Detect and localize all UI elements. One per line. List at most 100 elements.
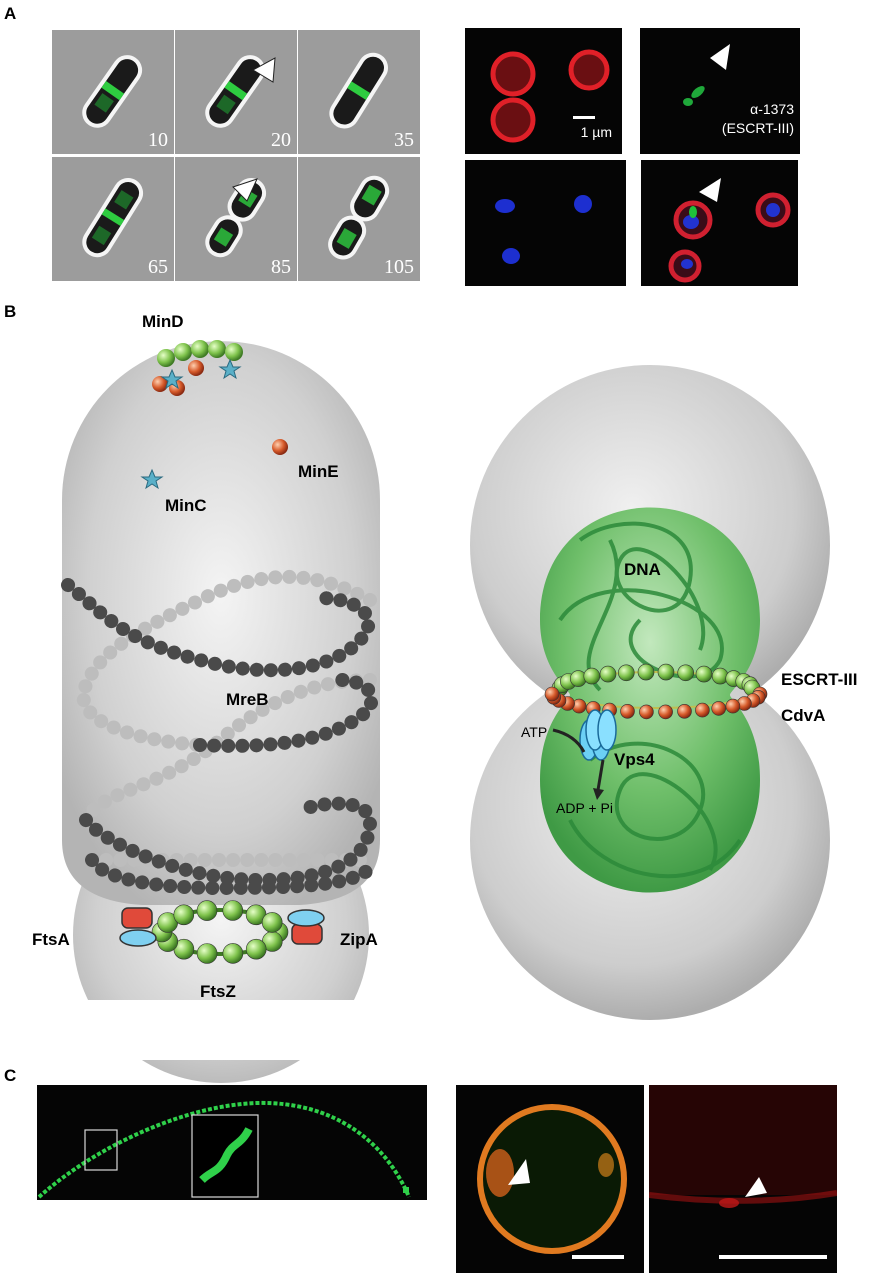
ring-bead xyxy=(743,679,761,697)
scale-bar xyxy=(719,1255,827,1259)
escrt-stain-image: α-1373 (ESCRT-III) xyxy=(640,28,800,154)
ring-bead xyxy=(560,696,575,711)
ring-bead xyxy=(267,921,289,943)
arrowhead-icon xyxy=(710,44,730,70)
ring-bead xyxy=(551,693,567,708)
scale-bar xyxy=(573,116,595,119)
ring-bead xyxy=(741,676,759,694)
rod-cell xyxy=(52,30,174,154)
ring-bead xyxy=(602,702,617,718)
ring-bead xyxy=(173,904,195,926)
ftsa-label: FtsA xyxy=(32,930,70,949)
ring-bead xyxy=(677,664,695,682)
arrowhead-icon xyxy=(745,1177,767,1197)
mreb-label: MreB xyxy=(226,690,269,709)
scale-bar-label: 1 µm xyxy=(580,124,612,140)
ring-bead xyxy=(637,663,655,681)
cdva-label: CdvA xyxy=(781,706,826,725)
red-channel-image xyxy=(649,1085,837,1273)
ring-bead xyxy=(196,900,218,921)
panel-c-letter: C xyxy=(4,1066,17,1085)
vps4-label: Vps4 xyxy=(614,750,655,769)
ring-bead xyxy=(173,938,195,960)
ring-bead xyxy=(620,703,635,719)
arrowhead-icon xyxy=(508,1159,530,1185)
vps4-complex xyxy=(552,709,617,800)
antibody-label: α-1373 xyxy=(750,101,794,117)
bacterial-cell xyxy=(62,341,380,1083)
ring-bead xyxy=(553,676,571,694)
timelapse-frame: 105 xyxy=(298,157,420,281)
arrowhead-icon xyxy=(232,178,258,202)
ring-bead xyxy=(711,667,729,685)
ring-bead xyxy=(737,696,752,711)
rod-cell xyxy=(175,30,297,154)
cdva-ring xyxy=(544,686,768,720)
ring-bead xyxy=(585,701,601,716)
ring-bead xyxy=(245,904,267,926)
panel-b-letter: B xyxy=(4,302,17,321)
ring-bead xyxy=(157,912,178,933)
ring-bead xyxy=(599,665,617,683)
panel-a-letter: A xyxy=(4,4,17,23)
ring-bead xyxy=(725,670,743,687)
timelapse-frame: 20 xyxy=(175,30,297,154)
atp-label: ATP xyxy=(521,724,548,740)
ring-bead xyxy=(544,686,560,702)
ring-bead xyxy=(261,912,283,933)
frame-time: 105 xyxy=(384,256,414,278)
ring-bead xyxy=(583,667,601,685)
escrt-label: ESCRT-III xyxy=(781,670,858,689)
ring-bead xyxy=(657,663,675,681)
timelapse-frame: 85 xyxy=(175,157,297,281)
ftsa-protein xyxy=(119,907,157,947)
ring-bead xyxy=(569,670,587,687)
timelapse-frame: 65 xyxy=(52,157,174,281)
ring-bead xyxy=(695,702,710,718)
mind-label: MinD xyxy=(142,312,184,331)
ring-bead xyxy=(677,703,692,719)
minc-star xyxy=(140,468,164,490)
dna-label: DNA xyxy=(624,560,661,579)
mreb-filament xyxy=(61,569,379,896)
scale-bar xyxy=(572,1255,624,1259)
timelapse-frame: 10 xyxy=(52,30,174,154)
ring-bead xyxy=(196,943,218,964)
ring-bead xyxy=(725,698,741,714)
ftsz-label: FtsZ xyxy=(200,982,236,1001)
ring-bead xyxy=(546,689,562,705)
merge-image xyxy=(641,160,798,286)
antibody-target: (ESCRT-III) xyxy=(721,120,794,136)
frame-time: 20 xyxy=(271,129,291,151)
merged-vesicle-image xyxy=(456,1085,644,1273)
ring-bead xyxy=(745,693,761,708)
arrowhead-icon xyxy=(251,57,276,83)
inset-source-box xyxy=(84,1129,118,1171)
ftsz-ring xyxy=(151,900,289,964)
ring-bead xyxy=(261,931,283,952)
atp-arrow xyxy=(552,728,586,753)
minc-label: MinC xyxy=(165,496,207,515)
confocal-filament-image xyxy=(37,1085,427,1200)
timelapse-frame: 35 xyxy=(298,30,420,154)
arrow-head-icon xyxy=(593,788,604,800)
ring-bead xyxy=(551,679,569,697)
frame-time: 85 xyxy=(271,256,291,278)
ring-bead xyxy=(151,921,173,943)
mine-label: MinE xyxy=(298,462,339,481)
zipa-protein xyxy=(287,909,325,945)
zipa-label: ZipA xyxy=(340,930,378,949)
frame-time: 65 xyxy=(148,256,168,278)
mind-cluster xyxy=(152,340,243,396)
ring-bead xyxy=(639,704,654,720)
rod-cell xyxy=(298,157,420,281)
ring-bead xyxy=(222,900,244,921)
membrane-stain-image: 1 µm xyxy=(465,28,622,154)
ring-bead xyxy=(222,943,244,964)
ring-bead xyxy=(559,673,577,690)
archaeal-cell xyxy=(470,365,830,1020)
arrowhead-icon xyxy=(699,178,721,202)
dna-stain-image xyxy=(465,160,626,286)
ring-bead xyxy=(750,689,766,705)
ring-bead xyxy=(571,698,587,714)
